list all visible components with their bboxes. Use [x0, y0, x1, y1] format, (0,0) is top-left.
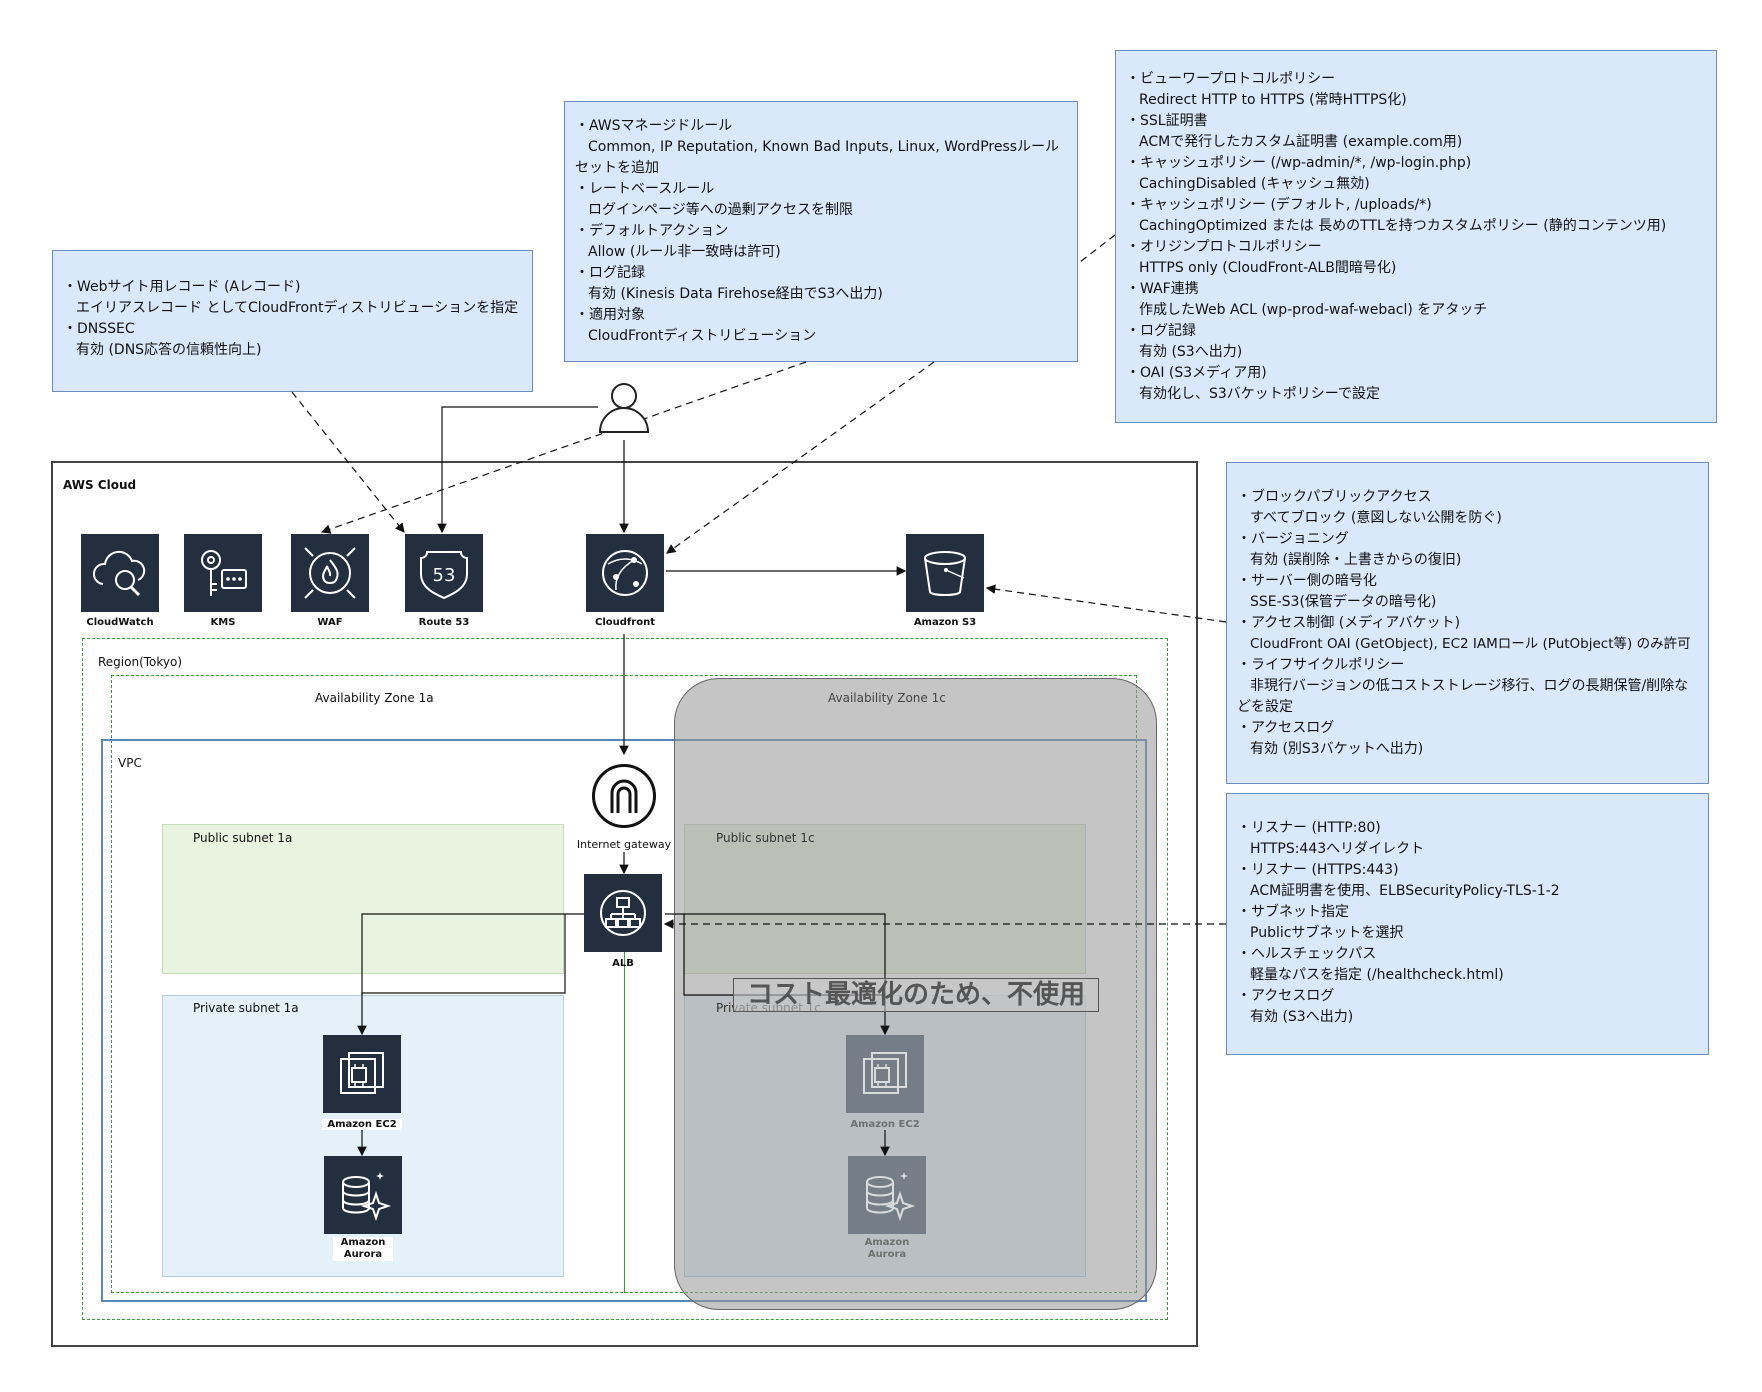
note-item: ・リスナー (HTTP:80)	[1237, 820, 1381, 836]
user-icon	[598, 380, 650, 434]
private-subnet-1a-label: Private subnet 1a	[193, 1001, 299, 1015]
note-item: ・サーバー側の暗号化	[1237, 573, 1377, 589]
note-item: ・適用対象	[575, 307, 645, 323]
note-item: ・DNSSEC	[63, 321, 135, 337]
ec2-1c-caption: Amazon EC2	[850, 1119, 920, 1130]
route53-icon: 53	[405, 534, 483, 612]
public-subnet-1a	[162, 824, 564, 974]
note-detail: CloudFrontディストリビューション	[588, 328, 817, 344]
note-detail: 有効化し、S3バケットポリシーで設定	[1139, 386, 1380, 402]
cloudwatch-caption: CloudWatch	[86, 617, 154, 628]
cloudfront-note: ・ビューワープロトコルポリシー Redirect HTTP to HTTPS (…	[1115, 50, 1717, 423]
note-detail: 有効 (Kinesis Data Firehose経由でS3へ出力)	[588, 286, 883, 302]
note-detail: CloudFront OAI (GetObject), EC2 IAMロール (…	[1250, 636, 1691, 652]
alb-caption: ALB	[612, 958, 634, 969]
s3-note: ・ブロックパブリックアクセス すべてブロック (意図しない公開を防ぐ) ・バージ…	[1226, 462, 1709, 784]
kms-caption: KMS	[210, 617, 236, 628]
note-detail: CachingOptimized または 長めのTTLを持つカスタムポリシー (…	[1139, 218, 1667, 234]
az-divider	[624, 935, 625, 1293]
public-subnet-1a-label: Public subnet 1a	[193, 831, 293, 845]
unused-banner: コスト最適化のため、不使用	[733, 978, 1099, 1012]
note-item: ・ライフサイクルポリシー	[1237, 657, 1405, 673]
ec2-1a-icon	[323, 1035, 401, 1113]
note-item: ・SSL証明書	[1126, 113, 1208, 129]
aurora-1c-icon	[848, 1156, 926, 1234]
note-detail: 有効 (S3へ出力)	[1139, 344, 1243, 360]
route53-caption: Route 53	[418, 617, 470, 628]
note-item: ・キャッシュポリシー (デフォルト, /uploads/*)	[1126, 197, 1432, 213]
note-item: ・オリジンプロトコルポリシー	[1126, 239, 1322, 255]
aurora-1c-caption: Amazon Aurora	[864, 1237, 910, 1260]
note-detail: Publicサブネットを選択	[1250, 925, 1404, 941]
note-detail: Allow (ルール非一致時は許可)	[588, 244, 781, 260]
note-detail: HTTPS only (CloudFront-ALB間暗号化)	[1139, 260, 1397, 276]
note-item: ・WAF連携	[1126, 281, 1199, 297]
note-detail: 作成したWeb ACL (wp-prod-waf-webacl) をアタッチ	[1139, 302, 1488, 318]
note-item: ・バージョニング	[1237, 531, 1349, 547]
region-label: Region(Tokyo)	[98, 655, 183, 669]
note-item: ・AWSマネージドルール	[575, 118, 733, 134]
note-detail: ACM証明書を使用、ELBSecurityPolicy-TLS-1-2	[1250, 883, 1560, 899]
note-item: ・アクセスログ	[1237, 720, 1335, 736]
note-item: ・サブネット指定	[1237, 904, 1349, 920]
note-detail: 有効 (誤削除・上書きからの復旧)	[1250, 552, 1462, 568]
cloudwatch-icon	[81, 534, 159, 612]
note-detail: ACMで発行したカスタム証明書 (example.com用)	[1139, 134, 1463, 150]
internet-gateway-caption: Internet gateway	[576, 838, 672, 851]
waf-icon	[291, 534, 369, 612]
note-item: ・リスナー (HTTPS:443)	[1237, 862, 1399, 878]
note-item: ・アクセスログ	[1237, 988, 1335, 1004]
aws-cloud-label: AWS Cloud	[63, 478, 137, 492]
cloudfront-icon	[586, 534, 664, 612]
note-item: ・OAI (S3メディア用)	[1126, 365, 1267, 381]
note-item: ・ブロックパブリックアクセス	[1237, 489, 1432, 505]
cloudfront-note-link-b	[1079, 234, 1116, 263]
kms-icon	[184, 534, 262, 612]
note-item: ・アクセス制御 (メディアバケット)	[1237, 615, 1461, 631]
s3-caption: Amazon S3	[913, 617, 977, 628]
note-item: ・ログ記録	[575, 265, 645, 281]
waf-note: ・AWSマネージドルール Common, IP Reputation, Know…	[564, 101, 1078, 362]
note-detail: Redirect HTTP to HTTPS (常時HTTPS化)	[1139, 92, 1407, 108]
aurora-1a-icon	[324, 1156, 402, 1234]
note-detail: CachingDisabled (キャッシュ無効)	[1139, 176, 1370, 192]
note-item: ・ログ記録	[1126, 323, 1196, 339]
alb-icon	[584, 874, 662, 952]
cloudfront-caption: Cloudfront	[595, 617, 655, 628]
note-detail: HTTPS:443へリダイレクト	[1250, 841, 1425, 857]
public-subnet-1c-label: Public subnet 1c	[716, 831, 815, 845]
note-item: ・レートベースルール	[575, 181, 715, 197]
alb-note: ・リスナー (HTTP:80) HTTPS:443へリダイレクト ・リスナー (…	[1226, 793, 1709, 1055]
note-detail: 非現行バージョンの低コストストレージ移行、ログの長期保管/削除などを設定	[1237, 678, 1689, 715]
aurora-1a-caption: Amazon Aurora	[333, 1237, 393, 1261]
region-boundary	[82, 638, 1168, 1320]
note-detail: 有効 (別S3バケットへ出力)	[1250, 741, 1424, 757]
note-detail: Common, IP Reputation, Known Bad Inputs,…	[575, 139, 1060, 176]
note-detail: ログインページ等への過剰アクセスを制限	[588, 202, 854, 218]
ec2-1a-caption: Amazon EC2	[322, 1119, 402, 1130]
waf-caption: WAF	[317, 617, 343, 628]
note-detail: エイリアスレコード としてCloudFrontディストリビューションを指定	[76, 300, 519, 316]
note-item: ・Webサイト用レコード (Aレコード)	[63, 279, 301, 295]
az-1a-label: Availability Zone 1a	[315, 691, 434, 705]
note-detail: 有効 (DNS応答の信頼性向上)	[76, 342, 262, 358]
note-item: ・キャッシュポリシー (/wp-admin/*, /wp-login.php)	[1126, 155, 1472, 171]
note-item: ・ヘルスチェックパス	[1237, 946, 1377, 962]
route53-note: ・Webサイト用レコード (Aレコード) エイリアスレコード としてCloudF…	[52, 250, 533, 392]
note-detail: SSE-S3(保管データの暗号化)	[1250, 594, 1437, 610]
note-detail: すべてブロック (意図しない公開を防ぐ)	[1250, 510, 1502, 526]
ec2-1c-icon	[846, 1035, 924, 1113]
s3-icon	[906, 534, 984, 612]
svg-text:53: 53	[433, 565, 456, 586]
az-1c-label: Availability Zone 1c	[828, 691, 946, 705]
internet-gateway-icon	[592, 764, 656, 828]
note-detail: 軽量なパスを指定 (/healthcheck.html)	[1250, 967, 1504, 983]
note-detail: 有効 (S3へ出力)	[1250, 1009, 1354, 1025]
vpc-label: VPC	[118, 756, 142, 770]
note-item: ・デフォルトアクション	[575, 223, 729, 239]
note-item: ・ビューワープロトコルポリシー	[1126, 71, 1336, 87]
